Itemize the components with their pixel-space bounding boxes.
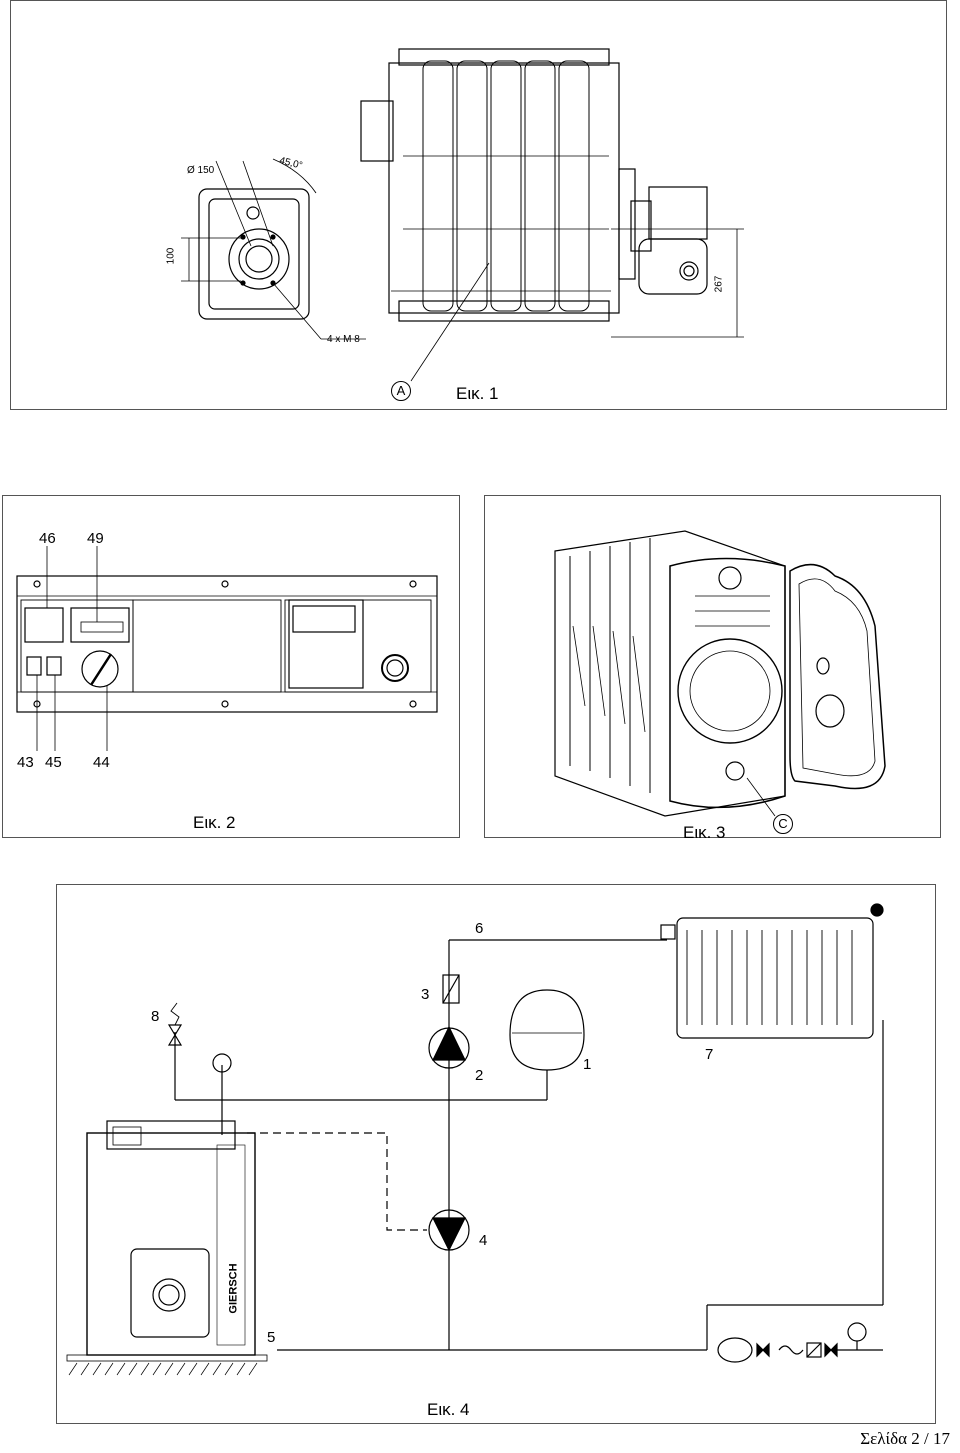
callout-43: 43: [17, 754, 34, 771]
boiler-unit: [66, 1120, 268, 1376]
radiator-7: [660, 903, 884, 1039]
front-section: [669, 557, 786, 809]
open-door: [789, 563, 886, 790]
callout-49: 49: [87, 530, 104, 547]
callout-45: 45: [45, 754, 62, 771]
figure-4-panel: 6 3 8 2 1 7 4 5 GIERSCH Εικ. 4: [56, 884, 936, 1424]
figure-4-drawing: [66, 903, 884, 1376]
figure-2-panel: 46 49 43 45 44 Εικ. 2: [2, 495, 460, 838]
callout-44: 44: [93, 754, 110, 771]
callout-2: 2: [475, 1067, 484, 1084]
dim-267-label: 267: [713, 275, 725, 293]
figure-1-caption: Εικ. 1: [456, 384, 499, 403]
figure-3-caption: Εικ. 3: [683, 823, 726, 842]
control-panel-plate: [16, 575, 438, 713]
callout-7: 7: [705, 1046, 714, 1063]
callout-1: 1: [583, 1056, 592, 1073]
dim-diameter-label: Ø 150: [187, 165, 215, 176]
flue-opening: [228, 228, 290, 290]
callout-4: 4: [479, 1232, 488, 1249]
figure-2-drawing: [16, 546, 438, 751]
figure-3-panel: Εικ. 3 C: [484, 495, 941, 842]
flange-plate: [198, 188, 310, 320]
figure-4-caption: Εικ. 4: [427, 1400, 470, 1419]
figure-1-drawing: [181, 48, 744, 382]
burner-unit: [648, 186, 708, 240]
dim-height-label: 100: [165, 247, 177, 265]
dial-44: [81, 650, 119, 688]
fill-assembly: [717, 1322, 883, 1363]
callout-6: 6: [475, 920, 484, 937]
pressure-gauge: [212, 1053, 232, 1073]
display-49: [70, 607, 130, 643]
marker-c: C: [773, 814, 793, 834]
marker-a: A: [391, 381, 411, 401]
expansion-tank-1: [509, 989, 585, 1071]
valve-3: [442, 974, 460, 1004]
callout-5: 5: [267, 1329, 276, 1346]
thermometer-dial: [381, 654, 409, 682]
callout-3: 3: [421, 986, 430, 1003]
controller-display: [292, 605, 356, 633]
dim-screws-label: 4 x M 8: [327, 334, 360, 345]
callout-8: 8: [151, 1008, 160, 1025]
page-number: Σελίδα 2 / 17: [860, 1429, 950, 1448]
marker-c-fitting: [725, 761, 745, 781]
control-dashed-line: [247, 1132, 427, 1231]
boiler-brand: GIERSCH: [227, 1263, 240, 1314]
figure-1-panel: Ø 150 45,0° 100 4 x M 8 267 A Εικ. 1: [10, 0, 947, 410]
figure-2-caption: Εικ. 2: [193, 813, 236, 832]
module-46: [24, 607, 64, 643]
switch-43: [26, 656, 42, 676]
callout-46: 46: [39, 530, 56, 547]
switch-45: [46, 656, 62, 676]
figure-3-drawing: [554, 530, 886, 817]
